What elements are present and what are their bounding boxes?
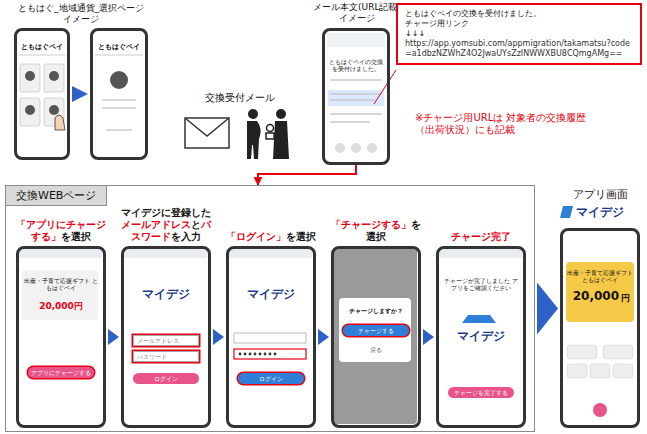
text-lines: [330, 80, 382, 122]
step-heading-text: マイデジに登録した: [121, 207, 211, 218]
step-heading: 「アプリにチャージする」を選択: [13, 219, 109, 243]
screen-text: ともはぐペイ: [96, 43, 142, 51]
phone-screen: [563, 231, 637, 425]
step-heading-text: メールアドレス: [121, 219, 191, 230]
phone-screen: [325, 31, 387, 162]
hand-icon: [55, 115, 65, 130]
screen-text: チャージしますか？: [337, 307, 415, 314]
money-card: [566, 262, 634, 322]
note-label: アプリ画面: [560, 188, 640, 201]
note-label: ※チャージ用URLは 対象者の交換履歴（出荷状況）にも記載: [415, 112, 640, 136]
coin-icon: [110, 71, 128, 89]
step-phone: 「ログイン」を選択マイデジログイン: [226, 246, 316, 428]
step-arrow: [213, 329, 224, 345]
people-icons: [247, 109, 289, 159]
step-heading-text: 「ログイン」: [226, 231, 286, 242]
home-button: [593, 403, 607, 417]
button-label: アプリにチャージする: [28, 367, 94, 378]
button-label: チャージする: [343, 325, 409, 336]
phone-screen-box: ともはぐペイ: [90, 28, 148, 160]
login-fields: [234, 333, 306, 359]
divider: [19, 55, 65, 56]
step-heading-text: を選択: [286, 231, 316, 242]
note-label: マイデジ: [576, 205, 640, 219]
screen-text: ↓↓↓: [405, 29, 633, 39]
app-phone: 出産・子育て応援ギフト ともはぐペイ 20,000円: [560, 228, 640, 428]
step-heading-text: チャージ完了: [451, 231, 511, 242]
logo-icon: [560, 206, 573, 218]
step-arrow: [108, 329, 119, 345]
mail-header: [327, 33, 385, 47]
step-heading-text: を選択: [61, 231, 91, 242]
coin-icons: [25, 71, 59, 115]
screen-text: 20,000円: [22, 301, 100, 312]
phone-screen-box: ともはぐペイ: [14, 28, 70, 160]
input-field: メールアドレス: [133, 335, 199, 346]
flow-arrow: [258, 165, 356, 185]
step-arrow: [318, 329, 329, 345]
screen-text: 出産・子育て応援ギフト ともはぐペイ: [22, 277, 100, 291]
screen-text: https://app.yomsubi.com/appmigration/tak…: [405, 39, 633, 59]
text-lines: [102, 100, 136, 130]
nav-buttons: [335, 143, 377, 153]
screen-text: ともはぐペイ: [20, 43, 64, 51]
screen-text: 円: [621, 293, 635, 304]
panel-tab: 交換WEBページ: [6, 186, 107, 206]
screen-text: ともはぐペイの交換を受付けました。: [405, 9, 633, 19]
wallet-icon: [462, 315, 496, 323]
dim-overlay: [333, 248, 417, 424]
divider: [95, 55, 143, 56]
button-label: チャージを完了する: [448, 387, 514, 398]
step-phone: マイデジに登録したメールアドレスとパスワードを入力マイデジメールアドレスパスワー…: [121, 246, 211, 428]
step-heading: チャージ完了: [433, 231, 529, 243]
logo-text: マイデジ: [232, 287, 310, 301]
mail-phone: ともはぐペイの交換を受付けました。: [322, 28, 390, 165]
step-phone: 「チャージする」を選択チャージしますか？チャージする戻る: [331, 246, 421, 428]
panel-ground: [5, 185, 535, 432]
step-phone: チャージ完了チャージが完了しました アプリをご確認くださいマイデジチャージを完了…: [436, 246, 526, 428]
button-label: ログイン: [133, 373, 199, 384]
step-heading: 「ログイン」を選択: [223, 231, 319, 243]
screen-text: チャージ用リンク: [405, 19, 633, 29]
step-heading: マイデジに登録したメールアドレスとパスワードを入力: [118, 207, 214, 243]
logo-text: マイデジ: [442, 329, 520, 343]
phone-screen: [17, 31, 67, 157]
button-label: ログイン: [238, 373, 304, 384]
step-heading-text: を入力: [171, 231, 201, 242]
step-heading-text: 「チャージする」: [331, 219, 411, 230]
screen-text: ともはぐペイの交換を受付けました。: [328, 58, 384, 72]
phone-screen: [93, 31, 145, 157]
web-page-panel: 交換WEBページ「アプリにチャージする」を選択出産・子育て応援ギフト ともはぐペ…: [5, 185, 535, 432]
mail-callout: ともはぐペイの交換を受付けました。チャージ用リンク↓↓↓https://app.…: [396, 3, 642, 65]
zoom-line: [374, 70, 396, 104]
menu-buttons: [567, 345, 633, 378]
screen-text: チャージが完了しました アプリをご確認ください: [442, 277, 520, 291]
step-arrow: [72, 86, 88, 102]
step-arrow: [423, 329, 434, 345]
status-bars: [18, 248, 522, 258]
url-highlight: [328, 90, 384, 106]
input-field: パスワード: [133, 351, 199, 362]
logo-text: マイデジ: [127, 287, 205, 301]
envelope-icon: [185, 118, 229, 148]
screen-text: 20,000: [569, 289, 619, 303]
screen-text: 戻る: [337, 346, 415, 353]
note-label: ともはぐ_地域通貨_選択ページ イメージ: [6, 3, 156, 25]
step-heading: 「チャージする」を選択: [328, 219, 424, 243]
note-label: 交換受付メール: [190, 92, 290, 104]
phone-screens: [18, 248, 522, 424]
step-heading-text: と: [191, 219, 201, 230]
step-arrow: [537, 283, 558, 335]
screen-text: 出産・子育て応援ギフト ともはぐペイ: [566, 269, 634, 283]
step-phone: 「アプリにチャージする」を選択出産・子育て応援ギフト ともはぐペイ20,000円…: [16, 246, 106, 428]
